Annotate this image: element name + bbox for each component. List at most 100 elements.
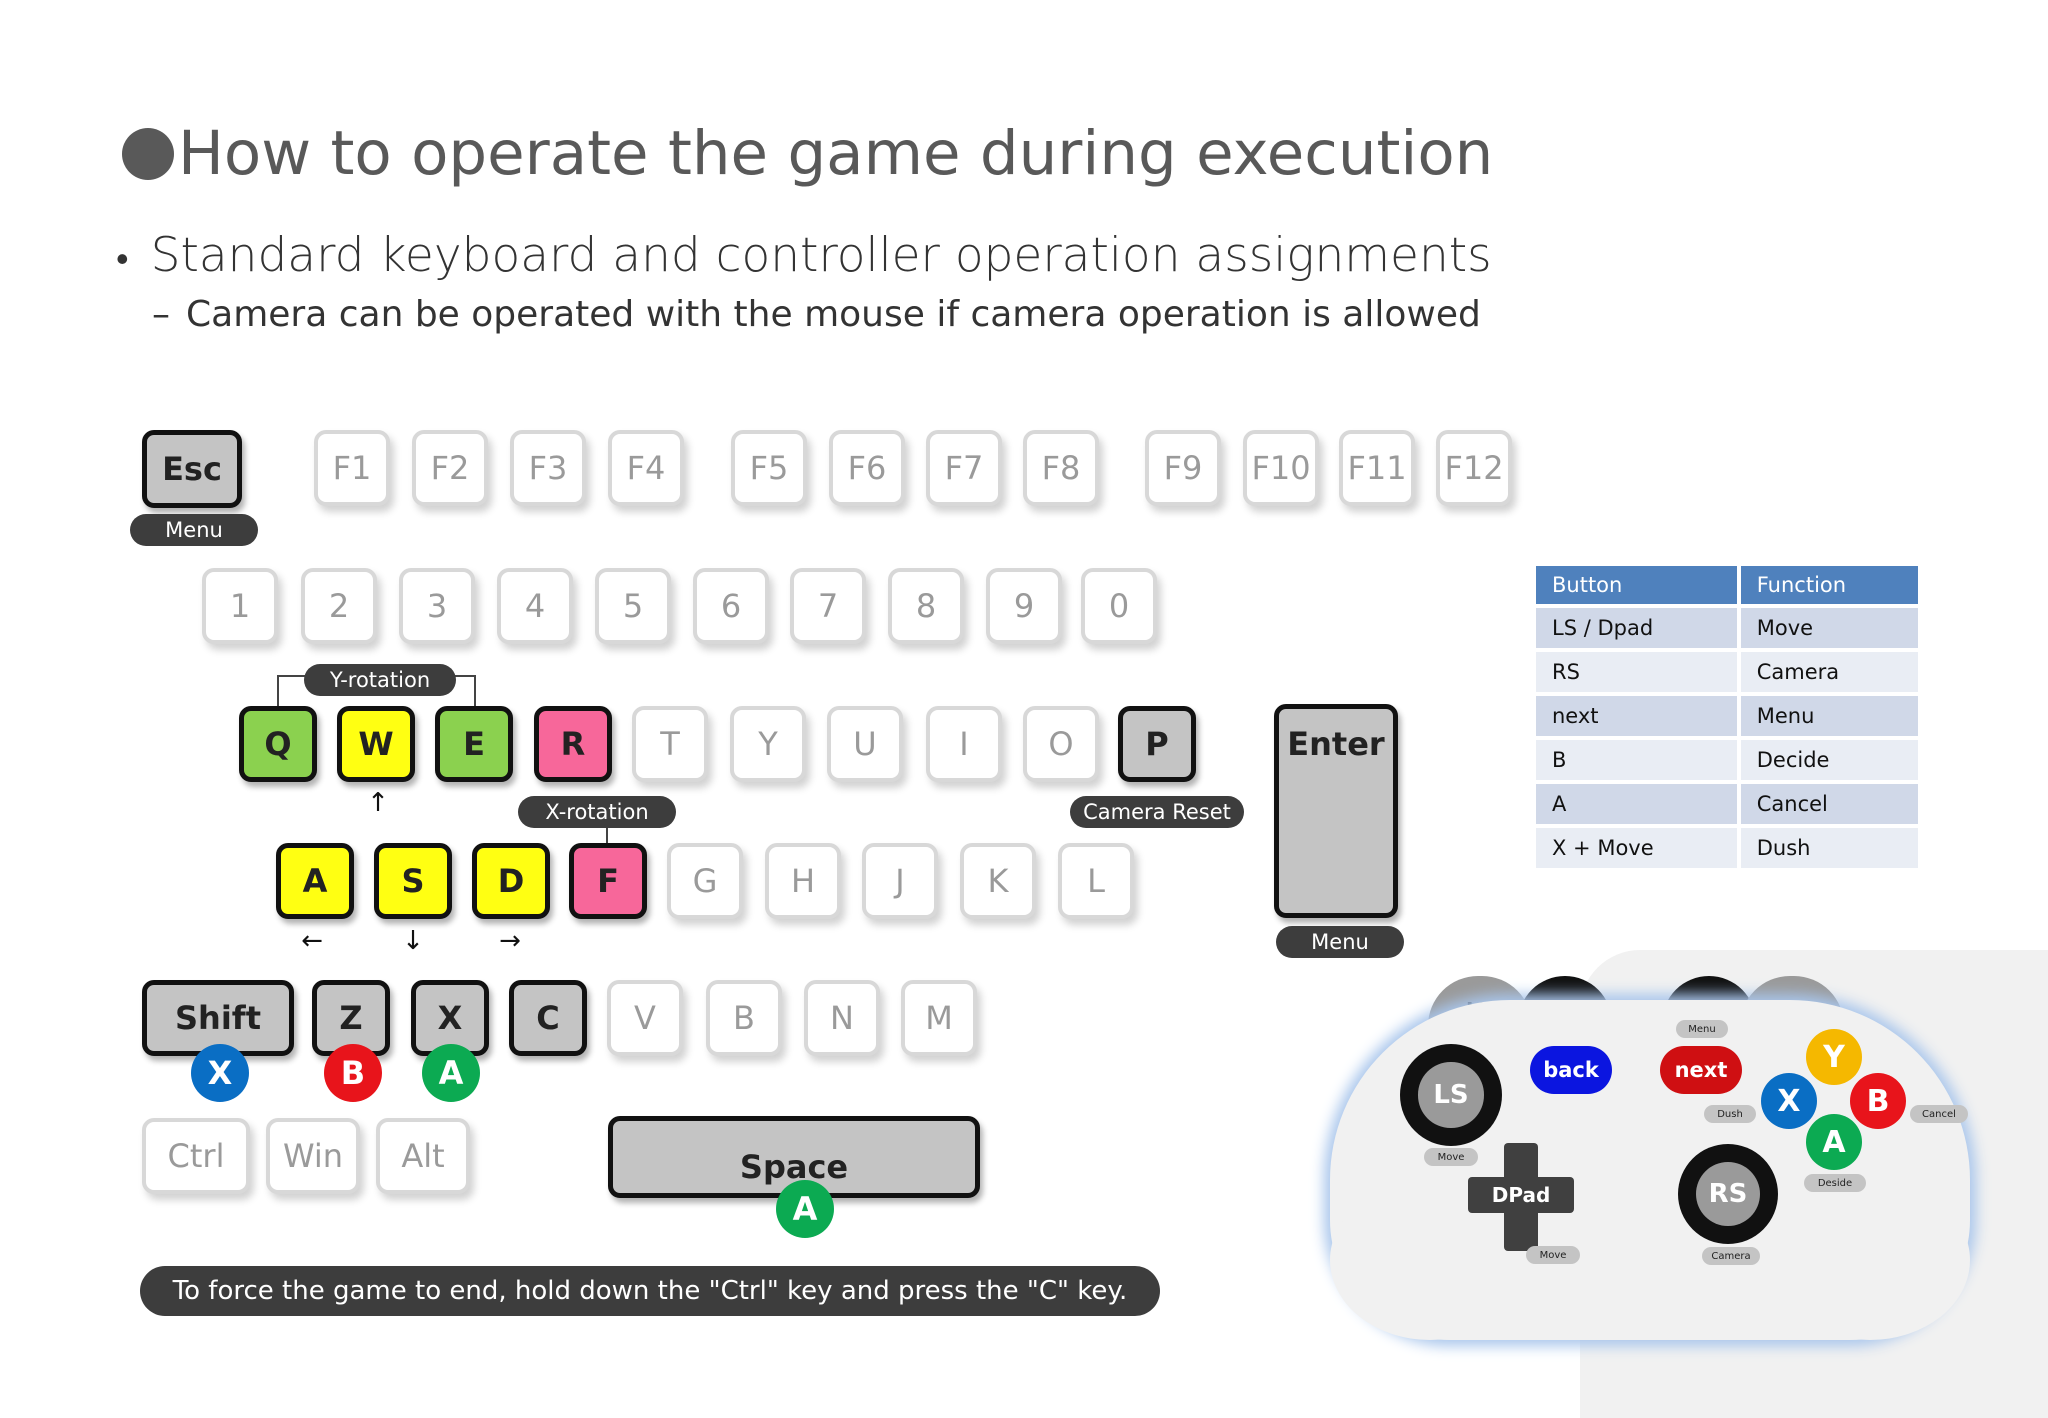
next-button[interactable]: next (1660, 1046, 1742, 1094)
button-function-table: Button Function LS / Dpad Move RS Camera… (1536, 562, 1918, 872)
key-f5[interactable]: F5 (731, 430, 807, 506)
key-s[interactable]: S (374, 843, 452, 919)
key-a[interactable]: A (276, 843, 354, 919)
key-q[interactable]: Q (239, 706, 317, 782)
key-m[interactable]: M (901, 980, 977, 1056)
key-f4[interactable]: F4 (608, 430, 684, 506)
page-title: How to operate the game during execution (122, 118, 1493, 189)
z-b-badge: B (324, 1044, 382, 1102)
key-f10[interactable]: F10 (1243, 430, 1319, 506)
x-rotation-label: X-rotation (518, 796, 676, 828)
key-i[interactable]: I (926, 706, 1002, 782)
key-f11[interactable]: F11 (1339, 430, 1415, 506)
key-ctrl[interactable]: Ctrl (142, 1118, 250, 1194)
key-k[interactable]: K (960, 843, 1036, 919)
key-f2[interactable]: F2 (412, 430, 488, 506)
key-y[interactable]: Y (730, 706, 806, 782)
x-button[interactable]: X (1761, 1073, 1817, 1129)
enter-menu-label: Menu (1276, 926, 1404, 958)
key-h[interactable]: H (765, 843, 841, 919)
key-f3[interactable]: F3 (510, 430, 586, 506)
a-deside-tag: Deside (1804, 1174, 1866, 1192)
key-z[interactable]: Z (312, 980, 390, 1056)
y-rotation-label: Y-rotation (304, 664, 456, 696)
cell-function: Dush (1740, 828, 1918, 868)
cell-function: Camera (1740, 652, 1918, 692)
key-w[interactable]: W (337, 706, 415, 782)
esc-menu-label: Menu (130, 514, 258, 546)
cell-function: Cancel (1740, 784, 1918, 824)
bullet-dot-icon (122, 127, 174, 180)
key-n[interactable]: N (804, 980, 880, 1056)
key-v[interactable]: V (607, 980, 683, 1056)
key-win[interactable]: Win (266, 1118, 360, 1194)
key-r[interactable]: R (534, 706, 612, 782)
dpad-button[interactable]: DPad (1468, 1177, 1574, 1213)
key-f9[interactable]: F9 (1145, 430, 1221, 506)
key-f1[interactable]: F1 (314, 430, 390, 506)
cell-function: Menu (1740, 696, 1918, 736)
gamepad-body (1320, 970, 1980, 1350)
rt-menu-tag: Menu (1676, 1020, 1728, 1038)
table-row: B Decide (1536, 740, 1918, 780)
key-f6[interactable]: F6 (829, 430, 905, 506)
cell-button: X + Move (1536, 828, 1741, 868)
key-f8[interactable]: F8 (1023, 430, 1099, 506)
right-stick-cap: RS (1696, 1162, 1760, 1226)
cell-function: Decide (1740, 740, 1918, 780)
header-button: Button (1536, 566, 1741, 604)
key-7[interactable]: 7 (790, 568, 866, 644)
back-button[interactable]: back (1530, 1046, 1612, 1094)
right-stick[interactable]: RS (1678, 1144, 1778, 1244)
key-p[interactable]: P (1118, 706, 1196, 782)
key-4[interactable]: 4 (497, 568, 573, 644)
header-function: Function (1740, 566, 1918, 604)
key-8[interactable]: 8 (888, 568, 964, 644)
arrow-up-icon: ↑ (367, 788, 389, 818)
key-enter[interactable]: Enter (1274, 704, 1398, 918)
key-esc[interactable]: Esc (142, 430, 242, 508)
sub-bullet: –Camera can be operated with the mouse i… (152, 294, 1481, 335)
key-l[interactable]: L (1058, 843, 1134, 919)
key-alt[interactable]: Alt (376, 1118, 470, 1194)
key-u[interactable]: U (827, 706, 903, 782)
key-b[interactable]: B (706, 980, 782, 1056)
main-bullet: •Standard keyboard and controller operat… (116, 228, 1492, 283)
arrow-down-icon: ↓ (402, 926, 424, 956)
key-f[interactable]: F (569, 843, 647, 919)
key-t[interactable]: T (632, 706, 708, 782)
rs-camera-tag: Camera (1702, 1247, 1760, 1265)
key-e[interactable]: E (435, 706, 513, 782)
x-a-badge: A (422, 1044, 480, 1102)
key-1[interactable]: 1 (202, 568, 278, 644)
key-f12[interactable]: F12 (1436, 430, 1512, 506)
key-0[interactable]: 0 (1081, 568, 1157, 644)
key-d[interactable]: D (472, 843, 550, 919)
key-2[interactable]: 2 (301, 568, 377, 644)
key-g[interactable]: G (667, 843, 743, 919)
camera-reset-label: Camera Reset (1070, 796, 1244, 828)
right-grip (1770, 1180, 1970, 1340)
dpad-move-tag: Move (1526, 1246, 1580, 1264)
key-9[interactable]: 9 (986, 568, 1062, 644)
key-3[interactable]: 3 (399, 568, 475, 644)
key-o[interactable]: O (1023, 706, 1099, 782)
key-6[interactable]: 6 (693, 568, 769, 644)
key-c[interactable]: C (509, 980, 587, 1056)
b-cancel-tag: Cancel (1910, 1105, 1968, 1123)
cell-button: B (1536, 740, 1741, 780)
b-button[interactable]: B (1850, 1073, 1906, 1129)
left-stick[interactable]: LS (1400, 1044, 1502, 1146)
y-button[interactable]: Y (1806, 1029, 1862, 1085)
arrow-right-icon: → (499, 926, 521, 956)
key-j[interactable]: J (862, 843, 938, 919)
key-5[interactable]: 5 (595, 568, 671, 644)
sub-bullet-text: Camera can be operated with the mouse if… (186, 294, 1481, 335)
a-button[interactable]: A (1806, 1114, 1862, 1170)
table-row: A Cancel (1536, 784, 1918, 824)
cell-button: RS (1536, 652, 1741, 692)
key-f7[interactable]: F7 (926, 430, 1002, 506)
dash-mark: – (152, 294, 170, 335)
cell-button: A (1536, 784, 1741, 824)
cell-button: LS / Dpad (1536, 608, 1741, 648)
